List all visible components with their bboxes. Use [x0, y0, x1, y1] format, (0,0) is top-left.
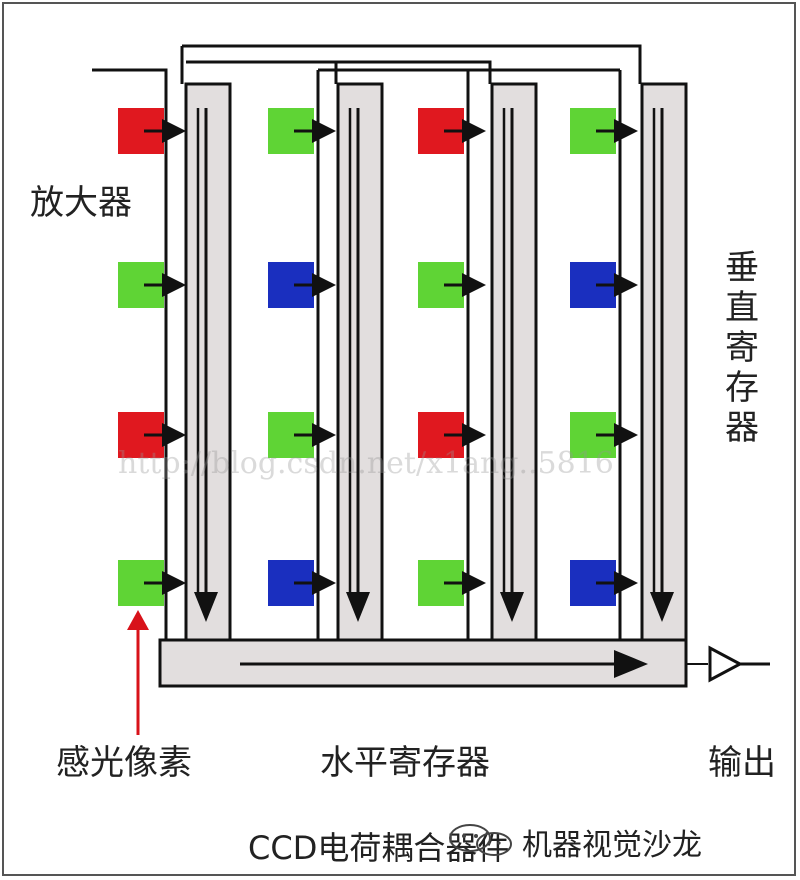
vertical-registers [184, 82, 688, 642]
clock-wire [92, 68, 168, 640]
transfer-arrowhead [462, 423, 486, 447]
transfer-arrowhead [162, 273, 186, 297]
vertical-register-char: 垂 [725, 248, 759, 288]
transfer-arrowhead [312, 273, 336, 297]
clock-wire [186, 60, 492, 84]
vertical-register [640, 82, 688, 642]
transfer-arrowhead [462, 273, 486, 297]
vertical-register [490, 82, 538, 642]
transfer-arrowhead [614, 119, 638, 143]
vertical-arrowhead [500, 592, 524, 622]
vertical-arrowhead [650, 592, 674, 622]
horizontal-register-label: 水平寄存器 [320, 743, 490, 783]
url-watermark: http://blog.csdn.net/x1ang..5816 [118, 446, 614, 481]
output-amplifier [708, 645, 744, 683]
clock-wires [92, 44, 642, 640]
transfer-arrowhead [614, 423, 638, 447]
transfer-arrowhead [462, 571, 486, 595]
transfer-arrowhead [312, 119, 336, 143]
transfer-arrowhead [614, 571, 638, 595]
vertical-register-char: 寄 [725, 328, 759, 369]
transfer-arrowhead [162, 423, 186, 447]
horizontal-register [158, 638, 770, 688]
vertical-register [184, 82, 232, 642]
vertical-register-char: 直 [725, 288, 759, 329]
pointer-arrowhead [127, 610, 149, 630]
vertical-register [336, 82, 384, 642]
vertical-register-char: 存 [725, 368, 759, 409]
vertical-arrowhead [194, 592, 218, 622]
vertical-register-char: 器 [725, 408, 759, 449]
transfer-arrowhead [462, 119, 486, 143]
transfer-arrowhead [162, 571, 186, 595]
photosensitive-pixel-label: 感光像素 [56, 743, 192, 783]
wechat-icon [446, 822, 516, 858]
vertical-register-label: 垂直寄存器 [722, 248, 762, 449]
transfer-arrowhead [614, 273, 638, 297]
amplifier-label: 放大器 [30, 183, 132, 223]
clock-wire [182, 44, 642, 84]
transfer-arrowhead [162, 119, 186, 143]
pixel-array [118, 108, 638, 606]
transfer-arrowhead [312, 423, 336, 447]
brand-watermark: 机器视觉沙龙 [522, 828, 702, 863]
transfer-arrowhead [312, 571, 336, 595]
ccd-caption: CCD电荷耦合器件 [248, 829, 510, 867]
horizontal-arrowhead [614, 650, 648, 678]
pixel-pointer [127, 610, 149, 735]
output-label: 输出 [708, 743, 776, 783]
vertical-arrowhead [346, 592, 370, 622]
